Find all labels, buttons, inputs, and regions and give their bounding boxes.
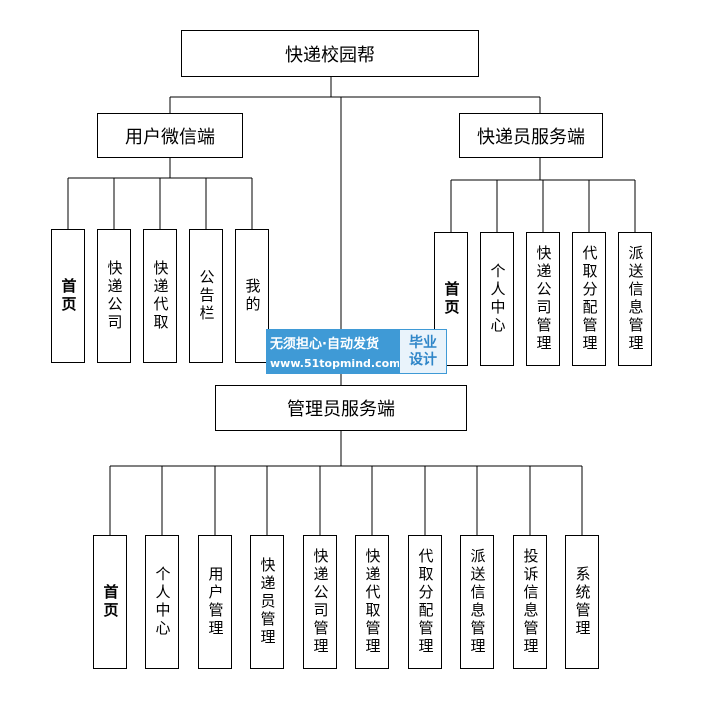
user-child-node: 快递代取 xyxy=(143,229,177,363)
user-client-node: 用户微信端 xyxy=(97,113,243,158)
user-child-node: 公告栏 xyxy=(189,229,223,363)
admin-service-label: 管理员服务端 xyxy=(287,399,395,420)
user-child-node: 我的 xyxy=(235,229,269,363)
watermark-badge-line1: 毕业 xyxy=(409,334,437,351)
courier-child-node: 快递公司管理 xyxy=(526,232,560,366)
root-label: 快递校园帮 xyxy=(285,44,375,66)
watermark-banner: 无须担心·自动发货 www.51topmind.com 毕业 设计 xyxy=(266,329,447,374)
watermark-badge-line2: 设计 xyxy=(409,351,437,368)
admin-child-node: 快递员管理 xyxy=(250,535,284,669)
admin-child-node: 快递代取管理 xyxy=(355,535,389,669)
admin-child-node: 派送信息管理 xyxy=(460,535,494,669)
watermark-slogan: 无须担心·自动发货 xyxy=(270,337,379,352)
watermark-url: www.51topmind.com xyxy=(270,357,401,370)
root-node: 快递校园帮 xyxy=(181,30,479,77)
user-child-node: 快递公司 xyxy=(97,229,131,363)
user-child-node: 首页 xyxy=(51,229,85,363)
user-client-label: 用户微信端 xyxy=(125,126,215,148)
admin-child-node: 首页 xyxy=(93,535,127,669)
courier-child-node: 派送信息管理 xyxy=(618,232,652,366)
courier-service-node: 快递员服务端 xyxy=(459,113,603,158)
watermark-text-block: 无须担心·自动发货 www.51topmind.com xyxy=(266,329,401,374)
courier-child-node: 代取分配管理 xyxy=(572,232,606,366)
courier-service-label: 快递员服务端 xyxy=(477,126,585,148)
courier-child-node: 首页 xyxy=(434,232,468,366)
admin-child-node: 系统管理 xyxy=(565,535,599,669)
admin-child-node: 个人中心 xyxy=(145,535,179,669)
admin-child-node: 投诉信息管理 xyxy=(513,535,547,669)
admin-service-node: 管理员服务端 xyxy=(215,385,467,431)
admin-child-node: 快递公司管理 xyxy=(303,535,337,669)
admin-child-node: 代取分配管理 xyxy=(408,535,442,669)
courier-child-node: 个人中心 xyxy=(480,232,514,366)
watermark-badge: 毕业 设计 xyxy=(399,329,447,374)
admin-child-node: 用户管理 xyxy=(198,535,232,669)
